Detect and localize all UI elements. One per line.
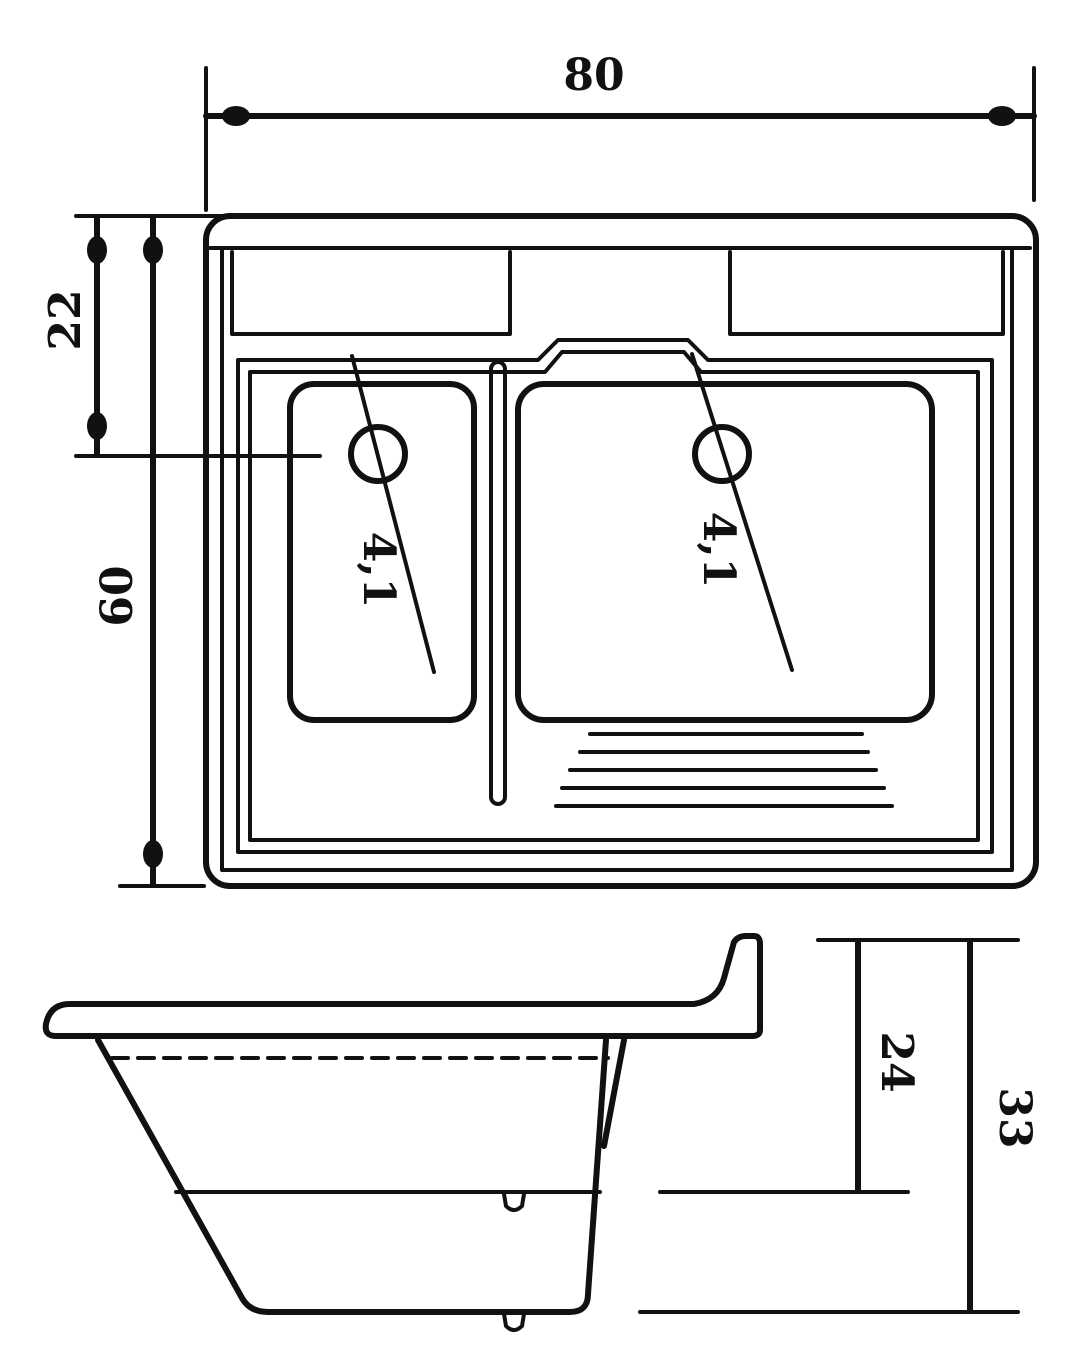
left-basin: [287, 381, 477, 723]
washboard-ribs: [554, 732, 894, 808]
top-view: [203, 213, 1039, 889]
sink-outer-rim: [203, 213, 1039, 889]
side-view: [42, 933, 763, 1332]
basin-surround: [236, 338, 994, 854]
rear-shelf-left: [230, 250, 512, 336]
left-drain-hole: [348, 424, 408, 484]
sink-inner-frame: [220, 248, 1014, 872]
rear-shelf-right: [728, 250, 1005, 336]
rear-ledge-depth-label: 22: [40, 289, 91, 350]
overall-height-label: 33: [989, 1087, 1040, 1148]
side-basin-outline: [95, 1037, 609, 1315]
basin-divider: [489, 360, 507, 806]
left-drain-label: 4,1: [353, 532, 404, 609]
side-drain-stub-2: [502, 1312, 526, 1332]
side-rim-and-backsplash: [42, 933, 763, 1039]
basin-surround-inner: [248, 350, 980, 842]
right-drain-hole: [692, 424, 752, 484]
overall-depth-label: 60: [92, 565, 143, 626]
depth-dimensions: 22 60: [40, 214, 468, 888]
width-label: 80: [563, 50, 624, 101]
left-drain-leader: [350, 354, 436, 674]
right-drain-label: 4,1: [693, 512, 744, 589]
width-dimension: 80: [203, 50, 1037, 212]
right-drain-leader: [690, 352, 794, 672]
side-back-wall: [601, 1037, 627, 1149]
basin-height-label: 24: [871, 1031, 922, 1092]
side-drain-stub-1: [502, 1192, 526, 1212]
right-basin: [515, 381, 935, 723]
height-dimensions: 24 33: [638, 938, 1040, 1314]
